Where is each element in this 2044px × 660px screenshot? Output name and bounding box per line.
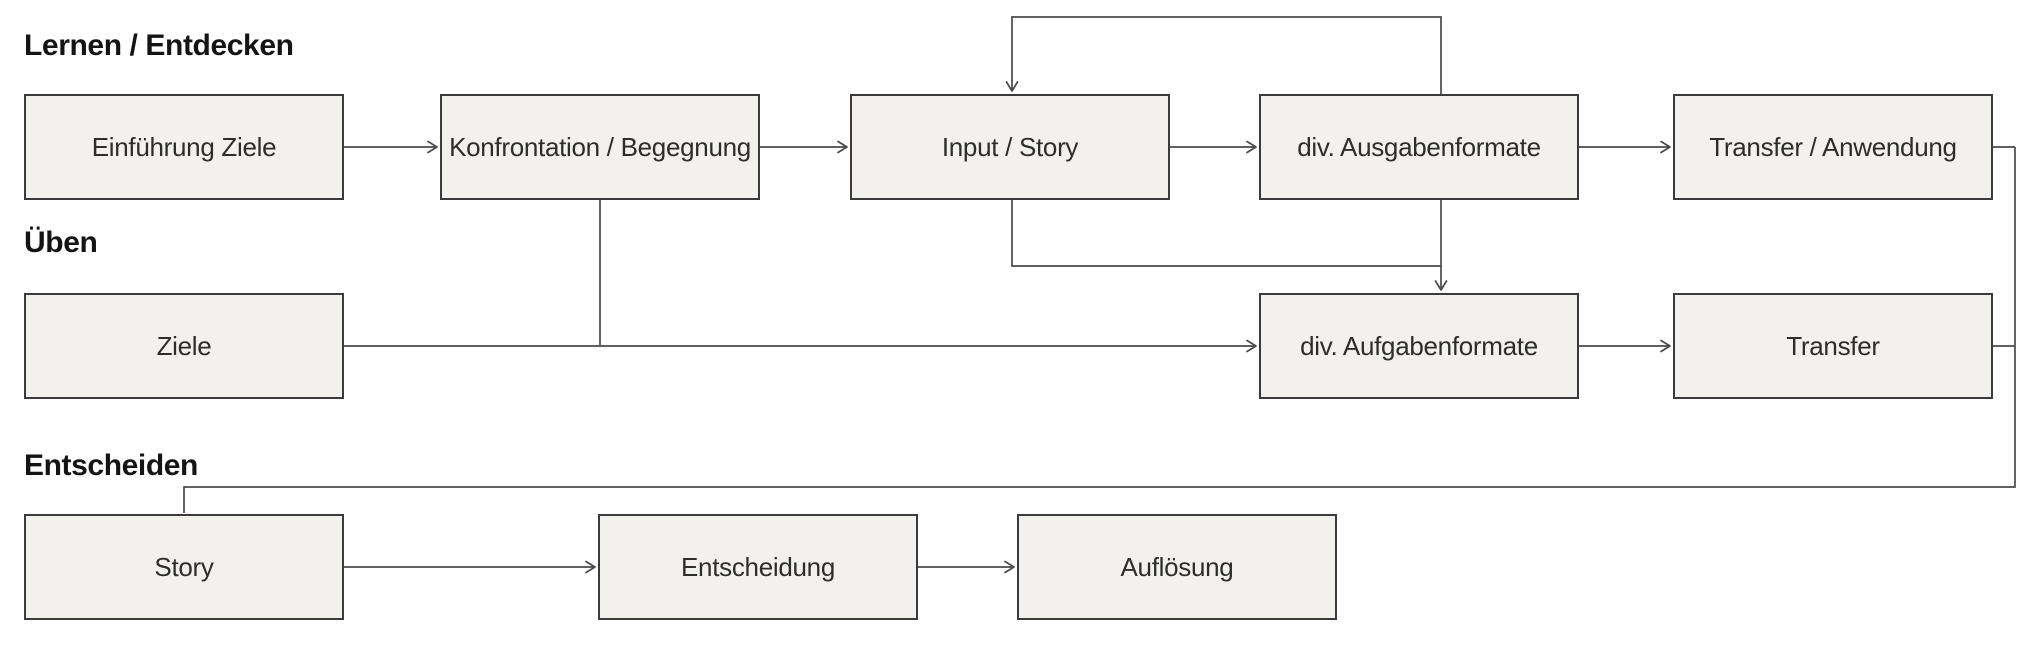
node-label: div. Aufgabenformate — [1300, 330, 1538, 361]
node-ziele: Ziele — [24, 293, 344, 399]
node-label: Entscheidung — [681, 551, 835, 582]
section-heading-lernen-entdecken: Lernen / Entdecken — [24, 29, 294, 62]
node-transfer-anwendung: Transfer / Anwendung — [1673, 94, 1993, 200]
node-konfrontation-begegnung: Konfrontation / Begegnung — [440, 94, 760, 200]
node-label: Input / Story — [941, 131, 1079, 162]
node-label: Einführung Ziele — [91, 131, 277, 162]
node-div-ausgabenformate: div. Ausgabenformate — [1259, 94, 1579, 200]
node-label: div. Ausgabenformate — [1297, 131, 1541, 162]
node-label: Story — [154, 551, 214, 582]
node-story: Story — [24, 514, 344, 620]
node-einfuehrung-ziele: Einführung Ziele — [24, 94, 344, 200]
node-label: Transfer — [1786, 330, 1880, 361]
node-aufloesung: Auflösung — [1017, 514, 1337, 620]
node-transfer: Transfer — [1673, 293, 1993, 399]
node-label: Transfer / Anwendung — [1709, 131, 1957, 162]
edge-input-down-connector — [1011, 200, 1441, 267]
section-heading-ueben: Üben — [24, 226, 98, 259]
node-label: Konfrontation / Begegnung — [449, 131, 751, 162]
node-entscheidung: Entscheidung — [598, 514, 918, 620]
node-label: Auflösung — [1120, 551, 1234, 582]
node-label: Ziele — [156, 330, 212, 361]
edge-feedback-ausgaben-to-input — [1005, 16, 1442, 94]
section-heading-entscheiden: Entscheiden — [24, 449, 198, 482]
node-input-story: Input / Story — [850, 94, 1170, 200]
edge-rail-to-story — [183, 147, 2016, 513]
node-div-aufgabenformate: div. Aufgabenformate — [1259, 293, 1579, 399]
